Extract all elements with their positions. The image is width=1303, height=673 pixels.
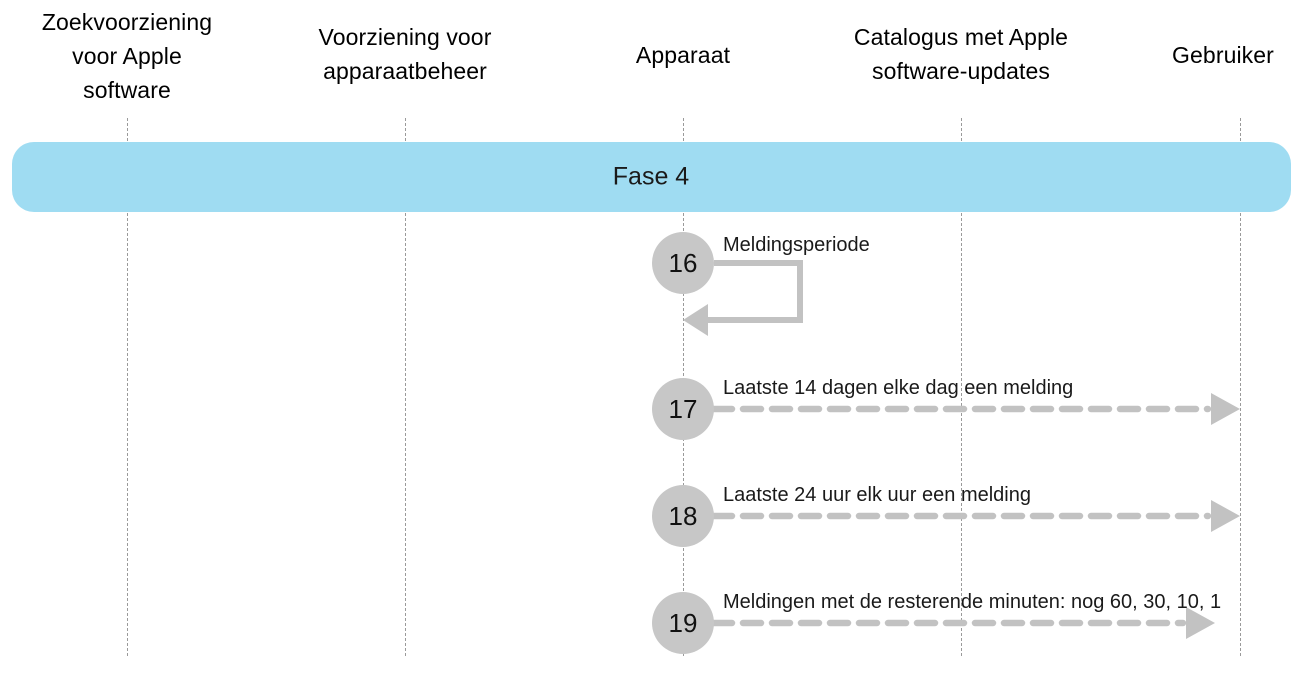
lane-header-apparaat: Apparaat [583,38,783,72]
lane-header-gebruiker: Gebruiker [1143,38,1303,72]
lane-header-line: Catalogus met Apple [853,24,1069,50]
lane-header-zoekvoorziening: Zoekvoorziening voor Apple software [17,5,237,107]
lane-header-catalogus: Catalogus met Apple software-updates [821,20,1101,88]
phase-bar-label: Fase 4 [612,162,690,191]
step-circle-16[interactable]: 16 [652,232,714,294]
lane-header-line: software [83,77,171,103]
lane-header-line: voor Apple [72,43,182,69]
lane-line-catalogus [961,118,962,656]
lane-line-zoekvoorziening [127,118,128,656]
step-label-16: Meldingsperiode [723,234,870,256]
lane-header-line: Zoekvoorziening [41,9,213,35]
lane-header-line: software-updates [871,58,1051,84]
step-circle-18[interactable]: 18 [652,485,714,547]
step-label-17: Laatste 14 dagen elke dag een melding [723,377,1074,399]
step-label-18: Laatste 24 uur elk uur een melding [723,484,1031,506]
lane-line-apparaatbeheer [405,118,406,656]
lane-header-line: Voorziening voor [318,24,492,50]
lane-header-line: apparaatbeheer [323,58,487,84]
step-label-19: Meldingen met de resterende minuten: nog… [723,591,1222,613]
lane-header-line: Apparaat [635,42,731,68]
step-circle-19[interactable]: 19 [652,592,714,654]
phase-bar: Fase 4 [12,142,1291,212]
lane-line-gebruiker [1240,118,1241,656]
step-circle-17[interactable]: 17 [652,378,714,440]
lane-header-line: Gebruiker [1172,42,1274,68]
lane-header-apparaatbeheer: Voorziening voor apparaatbeheer [285,20,525,88]
